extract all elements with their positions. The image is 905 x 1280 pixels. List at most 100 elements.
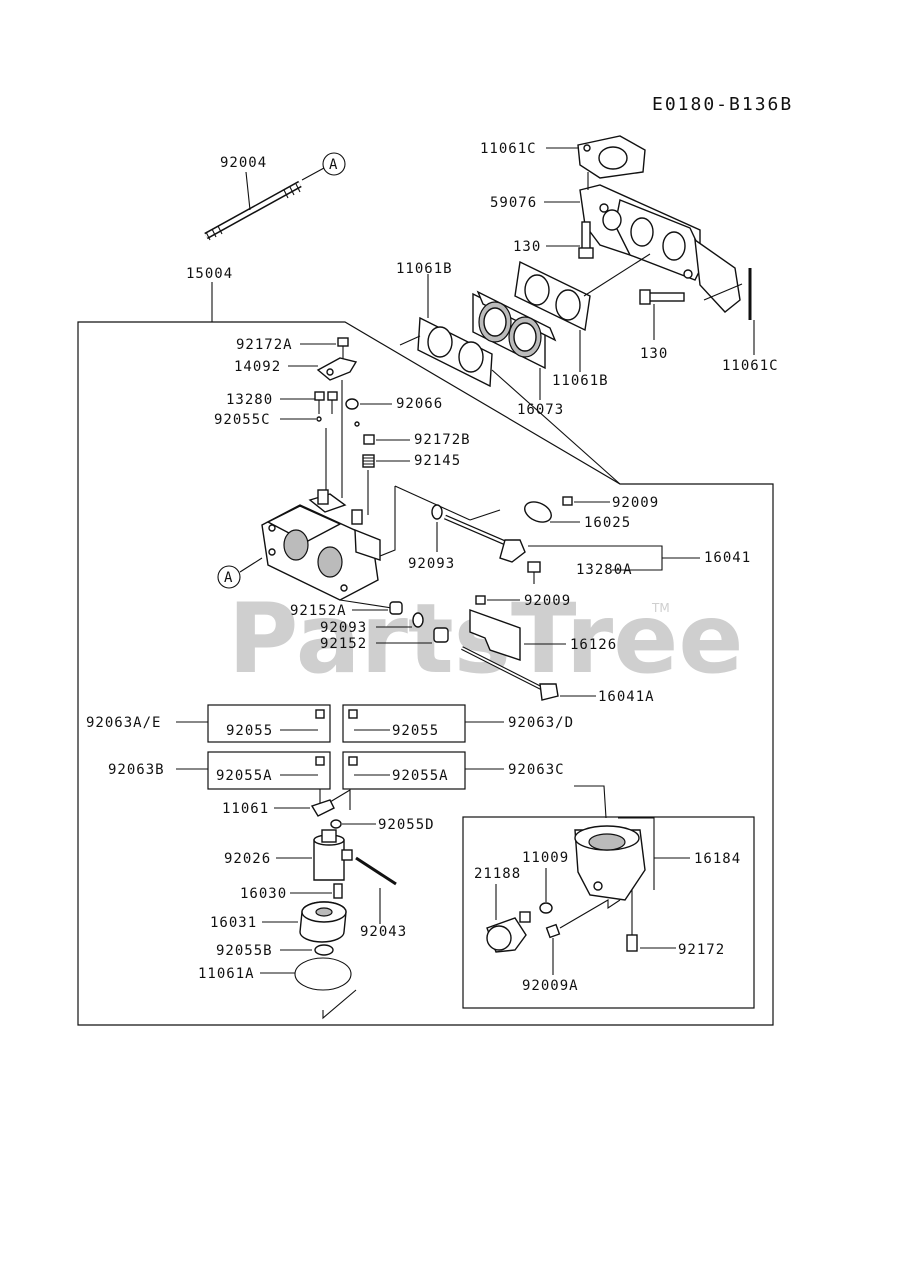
diagram-code: E0180-B136B [652,94,793,115]
label-92055-b: 92055 [392,723,439,739]
label-92055a-a: 92055A [216,768,273,784]
screw-13280a [527,561,541,584]
gasket-11061c-top [577,135,646,179]
main-nozzle-92026 [313,829,353,881]
bolt-130-a [578,221,594,259]
label-11061b-right: 11061B [552,373,609,389]
bolt-130-b [639,289,685,305]
assembly-frame [77,321,774,1026]
label-92026: 92026 [224,851,271,867]
screw-13280 [314,391,338,414]
label-92093-a: 92093 [408,556,455,572]
washer-92093-b [412,612,424,628]
pin-92043 [355,856,397,886]
label-92055a-b: 92055A [392,768,449,784]
label-92172: 92172 [678,942,725,958]
label-92055d: 92055D [378,817,435,833]
gasket-11061b-left [417,316,493,388]
gasket-11061b-right [514,260,591,332]
bushing-92152a [389,601,403,615]
label-92152a: 92152A [290,603,347,619]
label-11061a: 11061A [198,966,255,982]
label-92009-a: 92009 [612,495,659,511]
box-92063b [207,751,331,790]
label-92063c: 92063C [508,762,565,778]
label-92063d: 92063/D [508,715,574,731]
o-ring-92055b [314,944,334,956]
label-92152: 92152 [320,636,367,652]
screw-92009-b [475,595,486,605]
throttle-valve-16126 [469,609,521,661]
label-92093-b: 92093 [320,620,367,636]
label-92009a: 92009A [522,978,579,994]
choke-shaft-16041 [444,514,526,563]
label-92055-a: 92055 [226,723,273,739]
label-92063ae: 92063A/E [86,715,161,731]
label-14092: 14092 [234,359,281,375]
bracket-14092 [316,357,358,381]
callout-a-top-label: A [329,157,338,173]
box-92063ae [207,704,331,743]
label-92172b: 92172B [414,432,471,448]
label-13280a: 13280A [576,562,633,578]
label-16041a: 16041A [598,689,655,705]
carburetor-body-15004 [261,489,381,601]
label-11061: 11061 [222,801,269,817]
choke-valve-16025 [524,501,552,523]
spring-92145 [362,454,375,468]
adapter-16184 [574,825,646,901]
label-16126: 16126 [570,637,617,653]
screw-92009-a [562,496,573,506]
callout-a-top [322,152,346,176]
callout-a-body [217,565,241,589]
washer-11009 [539,902,553,914]
label-92066: 92066 [396,396,443,412]
washer-92093-a [431,504,443,520]
callout-a-body-label: A [224,570,233,586]
label-15004: 15004 [186,266,233,282]
screw-16030 [333,883,343,899]
screw-92009a [545,923,561,939]
adapter-subbox [462,816,755,1009]
box-92063d [342,704,466,743]
gasket-11061 [310,799,335,817]
insulator-59076 [579,184,741,313]
label-11009: 11009 [522,850,569,866]
plug-92066 [345,398,359,410]
label-16025: 16025 [584,515,631,531]
bushing-92152 [433,627,449,643]
screw-92172a [337,337,349,360]
watermark-tm: TM [651,601,670,615]
float-bowl-16031 [299,901,347,943]
spacer-16073 [472,290,557,370]
label-11061b-left: 11061B [396,261,453,277]
label-92055b: 92055B [216,943,273,959]
label-16030: 16030 [240,886,287,902]
box-92063c [342,751,466,790]
label-92009-b: 92009 [524,593,571,609]
o-ring-92055d [330,819,342,829]
label-11061c-top: 11061C [480,141,537,157]
label-16031: 16031 [210,915,257,931]
label-92004: 92004 [220,155,267,171]
label-16184: 16184 [694,851,741,867]
stud-92004 [204,180,302,241]
label-16073: 16073 [517,402,564,418]
screw-92172b [363,434,375,445]
label-59076: 59076 [490,195,537,211]
label-130-b: 130 [640,346,668,362]
label-92172a: 92172A [236,337,293,353]
label-13280: 13280 [226,392,273,408]
label-21188: 21188 [474,866,521,882]
label-16041: 16041 [704,550,751,566]
o-ring-11061a [294,957,352,991]
label-92043: 92043 [360,924,407,940]
throttle-shaft-16041a [461,646,559,701]
label-92055c: 92055C [214,412,271,428]
screw-92172 [626,934,638,952]
label-11061c-right: 11061C [722,358,779,374]
solenoid-21188 [486,911,531,953]
label-92145: 92145 [414,453,461,469]
label-130-a: 130 [513,239,541,255]
